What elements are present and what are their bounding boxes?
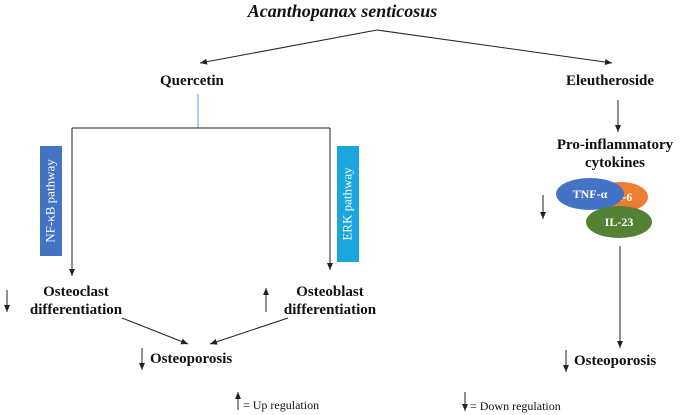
cytokines-label-line1: Pro-inflammatory xyxy=(556,137,674,153)
osteoclast-label-line1: Osteoclast xyxy=(43,284,109,300)
cytokine-tnf-alpha: TNF-α xyxy=(556,178,624,210)
eleutheroside-label: Eleutheroside xyxy=(566,73,655,89)
osteoblast-label-line2: differentiation xyxy=(283,302,377,318)
erk-pathway-box: ERK pathway xyxy=(337,146,359,262)
quercetin-label: Quercetin xyxy=(160,73,224,89)
nfkb-pathway-label: NF-κB pathway xyxy=(43,159,58,243)
osteoporosis-right-label: Osteoporosis xyxy=(574,353,657,369)
arrow-to-quercetin xyxy=(199,29,378,65)
cytokines-label-line2: cytokines xyxy=(585,155,645,171)
erk-pathway-label: ERK pathway xyxy=(340,167,356,241)
osteoblast-label-line1: Osteoblast xyxy=(296,284,364,300)
arrow-osteoclast-to-osteoporosis xyxy=(121,317,189,345)
osteoporosis-left-label: Osteoporosis xyxy=(150,351,233,367)
cytokine-il23: IL-23 xyxy=(586,206,652,238)
osteoclast-label-line2: differentiation xyxy=(29,302,123,318)
arrow-osteoblast-to-osteoporosis xyxy=(209,317,289,345)
diagram-title: Acanthopanax senticosus xyxy=(247,1,438,21)
nfkb-pathway-box: NF-κB pathway xyxy=(40,146,62,256)
legend-down-label: = Down regulation xyxy=(470,399,561,413)
legend-up-label: = Up regulation xyxy=(243,398,320,412)
arrow-to-eleutheroside xyxy=(376,29,613,65)
